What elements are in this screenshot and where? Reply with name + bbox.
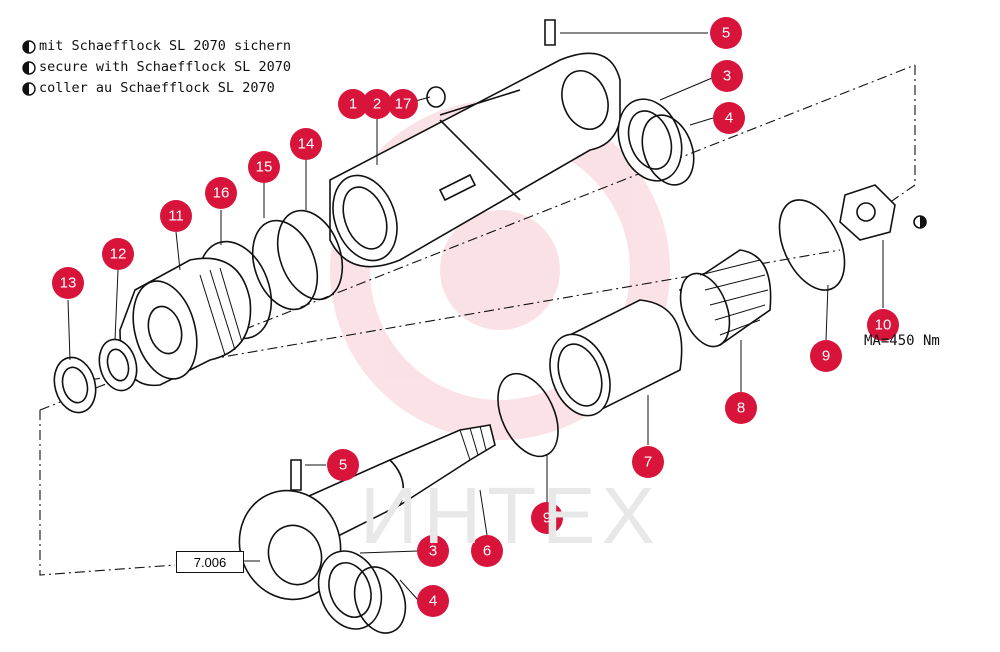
- svg-text:15: 15: [256, 159, 273, 176]
- legend-text: coller au Schaefflock SL 2070: [39, 80, 275, 96]
- axis-line-lower: [39, 410, 176, 576]
- marker-3-upper: 3: [711, 60, 743, 92]
- rod-eye: [238, 459, 342, 601]
- svg-text:17: 17: [395, 96, 412, 113]
- svg-text:7: 7: [644, 454, 652, 471]
- marker-10: 10: [867, 309, 899, 341]
- marker-17: 17: [388, 89, 418, 119]
- svg-text:9: 9: [822, 348, 830, 365]
- marker-2: 2: [362, 89, 392, 119]
- watermark-text: ИНТЕХ: [360, 471, 661, 560]
- legend-text: mit Schaefflock SL 2070 sichern: [39, 38, 291, 54]
- svg-text:9: 9: [543, 510, 551, 527]
- svg-text:10: 10: [875, 317, 892, 334]
- circlip-9-lower: [497, 372, 559, 458]
- svg-text:5: 5: [722, 25, 730, 42]
- marker-9-upper: 9: [810, 340, 842, 372]
- ring-13-inner: [61, 366, 89, 404]
- piston-8: [678, 249, 772, 348]
- svg-text:13: 13: [60, 275, 77, 292]
- legend-text: secure with Schaefflock SL 2070: [39, 59, 291, 75]
- marker-11: 11: [160, 200, 192, 232]
- marker-1: 1: [338, 89, 368, 119]
- wiper-12: [98, 338, 138, 392]
- svg-text:6: 6: [483, 543, 491, 560]
- axis-line-main: [39, 64, 916, 411]
- reference-box[interactable]: 7.006: [176, 551, 244, 573]
- legend-row-en: secure with Schaefflock SL 2070: [22, 57, 291, 78]
- leader-lines: [67, 32, 884, 601]
- marker-4-lower: 4: [417, 585, 449, 617]
- svg-text:14: 14: [298, 136, 315, 153]
- bearing-lower: [317, 550, 407, 634]
- marker-8: 8: [725, 392, 757, 424]
- marker-5-upper: 5: [710, 17, 742, 49]
- seal-ring-14: [276, 209, 344, 301]
- callout-markers: 1 2 17 5 3 4 14 15 16 11 12 13 10 9 8 7 …: [52, 17, 899, 617]
- marker-7: 7: [632, 446, 664, 478]
- marker-13: 13: [52, 267, 84, 299]
- svg-text:4: 4: [429, 593, 437, 610]
- legend: mit Schaefflock SL 2070 sichern secure w…: [22, 36, 291, 99]
- half-filled-circle-icon: [22, 60, 36, 75]
- half-filled-circle-icon: [22, 39, 36, 54]
- marker-12: 12: [102, 238, 134, 270]
- seal-ring-15: [251, 219, 319, 311]
- svg-text:16: 16: [213, 185, 230, 202]
- svg-text:2: 2: [373, 96, 381, 113]
- cylinder-tube: [329, 19, 621, 268]
- marker-14: 14: [290, 128, 322, 160]
- axis-line-upper: [849, 65, 916, 231]
- svg-text:4: 4: [725, 110, 733, 127]
- marker-4-upper: 4: [713, 102, 745, 134]
- marker-9-lower: 9: [531, 502, 563, 534]
- svg-text:3: 3: [723, 68, 731, 85]
- piston-7: [549, 299, 683, 417]
- svg-text:8: 8: [737, 400, 745, 417]
- gland-head: [119, 257, 252, 387]
- marker-15: 15: [248, 151, 280, 183]
- legend-row-fr: coller au Schaefflock SL 2070: [22, 78, 291, 99]
- ring-13: [53, 356, 97, 414]
- svg-text:3: 3: [429, 543, 437, 560]
- svg-text:1: 1: [349, 96, 357, 113]
- nut-10: [839, 184, 927, 241]
- bearing-upper: [617, 98, 695, 186]
- circlip-9-upper: [778, 199, 846, 291]
- wiper-12-inner: [106, 348, 130, 382]
- marker-3-lower: 3: [417, 535, 449, 567]
- marker-5-lower: 5: [327, 449, 359, 481]
- marker-6: 6: [471, 535, 503, 567]
- torque-label: MA=450 Nm: [864, 333, 940, 349]
- svg-text:12: 12: [110, 246, 127, 263]
- svg-text:11: 11: [168, 208, 184, 225]
- legend-row-de: mit Schaefflock SL 2070 sichern: [22, 36, 291, 57]
- marker-16: 16: [205, 177, 237, 209]
- svg-text:5: 5: [339, 457, 347, 474]
- half-filled-circle-icon: [22, 81, 36, 96]
